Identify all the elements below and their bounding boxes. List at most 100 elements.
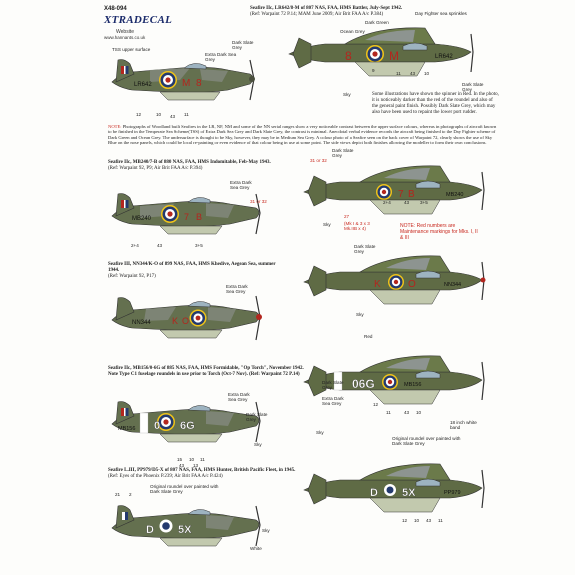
label-dsg-3: Dark Slate Grey — [354, 244, 376, 254]
roundel-red — [163, 419, 169, 425]
label-dsg-1: Dark Slate Grey — [232, 40, 254, 50]
squadron-number: 8 — [196, 78, 202, 89]
num-10-4: 10 — [416, 410, 422, 415]
spinner-aside: Some illustrations have shown the spinne… — [372, 92, 499, 115]
camo-patch — [200, 69, 228, 82]
num-13: 13 — [193, 463, 199, 468]
serial-code: NN344 — [132, 320, 151, 326]
tail — [307, 365, 327, 397]
section-3-side-view: NN344 K O — [111, 295, 262, 341]
camo-patch — [208, 307, 236, 322]
num-43-b: 43 — [404, 200, 410, 205]
wing-under — [369, 289, 441, 305]
roundel-blue — [162, 522, 170, 530]
label-edsg: Extra Dark Sea Grey — [205, 52, 237, 62]
num-2-4-b: 2+4 — [383, 200, 391, 205]
label-red-3: Red — [364, 334, 373, 339]
wing-under — [369, 389, 441, 405]
wing — [159, 537, 223, 547]
canopy — [402, 42, 428, 51]
fin-flash-white — [122, 512, 125, 520]
section-4-top-view: 06G MB156 — [303, 355, 485, 405]
website-url[interactable]: www.hannants.co.uk — [104, 35, 146, 40]
serial-code: NN344 — [444, 282, 461, 288]
section-2-title: Seafire IIc, MB240/7-B of 880 NAS, FAA, … — [108, 160, 271, 171]
label-sky-4: Sky — [316, 430, 324, 435]
squadron-number: 7 — [184, 212, 189, 222]
tail — [307, 175, 327, 207]
num-10b: 10 — [424, 71, 430, 76]
label-dark-green: Dark Green — [365, 20, 389, 25]
white-band — [333, 371, 343, 391]
tail — [292, 37, 312, 69]
label-ocean-grey: Ocean Grey — [340, 29, 365, 34]
canopy — [183, 63, 207, 70]
num-11: 11 — [184, 112, 189, 117]
label-tss: TSS upper surface — [112, 47, 151, 52]
squadron-number: 8 — [345, 49, 352, 63]
squadron-letter: D — [370, 487, 378, 499]
wing-camo — [365, 30, 415, 42]
num-10-5: 10 — [414, 518, 420, 523]
num-43b: 43 — [410, 71, 416, 76]
label-dsg-2: Dark Slate Grey — [332, 148, 354, 158]
canopy — [415, 478, 441, 487]
wing-under — [369, 497, 441, 513]
fin-flash-white — [124, 200, 126, 208]
num-11b: 11 — [396, 71, 401, 76]
section-4-side-view: MB156 0 6G — [111, 401, 261, 443]
num-10: 10 — [156, 112, 162, 117]
num-43-a: 43 — [157, 243, 163, 248]
section-5-title: Seafire L.III, PP979/D5-X of 807 NAS, FA… — [108, 468, 296, 479]
aircraft-letter-o: O — [408, 279, 416, 290]
roundel-red — [165, 77, 171, 83]
spinner-red — [256, 314, 262, 320]
serial-code: MB156 — [118, 426, 135, 432]
aircraft-letter-k: K — [172, 316, 178, 326]
section-2-side-view: MB240 7 B — [111, 193, 261, 235]
num-11-4b: 11 — [200, 457, 205, 462]
num-3-5-a: 3+5 — [195, 243, 203, 248]
label-27: 27 — [344, 214, 350, 219]
squadron-digit: 0 — [154, 420, 160, 432]
xtradecal-logo: X48-094 XTRADECAL Website www.hannants.c… — [104, 6, 173, 40]
propeller — [470, 33, 474, 73]
aircraft-letter: M — [182, 78, 190, 89]
tail-fin — [115, 297, 135, 321]
propeller — [255, 401, 261, 443]
camo-patch — [206, 203, 234, 218]
brand-name: XTRADECAL — [104, 14, 173, 26]
label-sky-5: Sky — [262, 528, 270, 533]
wing-under — [354, 61, 426, 77]
canopy — [415, 270, 441, 279]
squadron-number: 7 — [398, 189, 404, 200]
wing-camo — [386, 258, 430, 270]
label-orig-roundel-top: Original roundel over painted with Dark … — [392, 436, 461, 446]
label-edsg-2: Extra Dark Sea Grey — [230, 180, 252, 190]
label-white-band: 18 inch white band — [450, 420, 477, 430]
camo-patch — [206, 411, 234, 426]
num-15: 15 — [177, 457, 183, 462]
fin-flash-red — [121, 66, 124, 74]
section-1-top-view: 8 M LR642 — [288, 27, 474, 77]
camo-patch — [206, 515, 234, 530]
propeller — [481, 469, 485, 509]
product-code: X48-094 — [104, 6, 127, 12]
canopy — [415, 370, 441, 379]
fin-flash-blue — [125, 200, 129, 208]
num-43-4: 43 — [404, 410, 410, 415]
propeller — [481, 171, 485, 211]
label-31-32-b: 31 or 32 — [310, 158, 327, 163]
canopy — [187, 405, 211, 412]
aircraft-code: 5X — [178, 524, 192, 536]
spinner — [249, 76, 255, 82]
fin-flash-white — [124, 408, 126, 416]
tail — [307, 265, 327, 297]
section-3-title: Seafire III, NN344/K-O of 899 NAS, FAA, … — [108, 262, 276, 279]
wing — [159, 329, 223, 339]
label-sky: Sky — [343, 92, 351, 97]
camo-patch — [144, 307, 176, 321]
tail — [307, 473, 327, 505]
num-2-5: 2 — [129, 492, 132, 497]
fin-flash-white — [124, 66, 126, 74]
